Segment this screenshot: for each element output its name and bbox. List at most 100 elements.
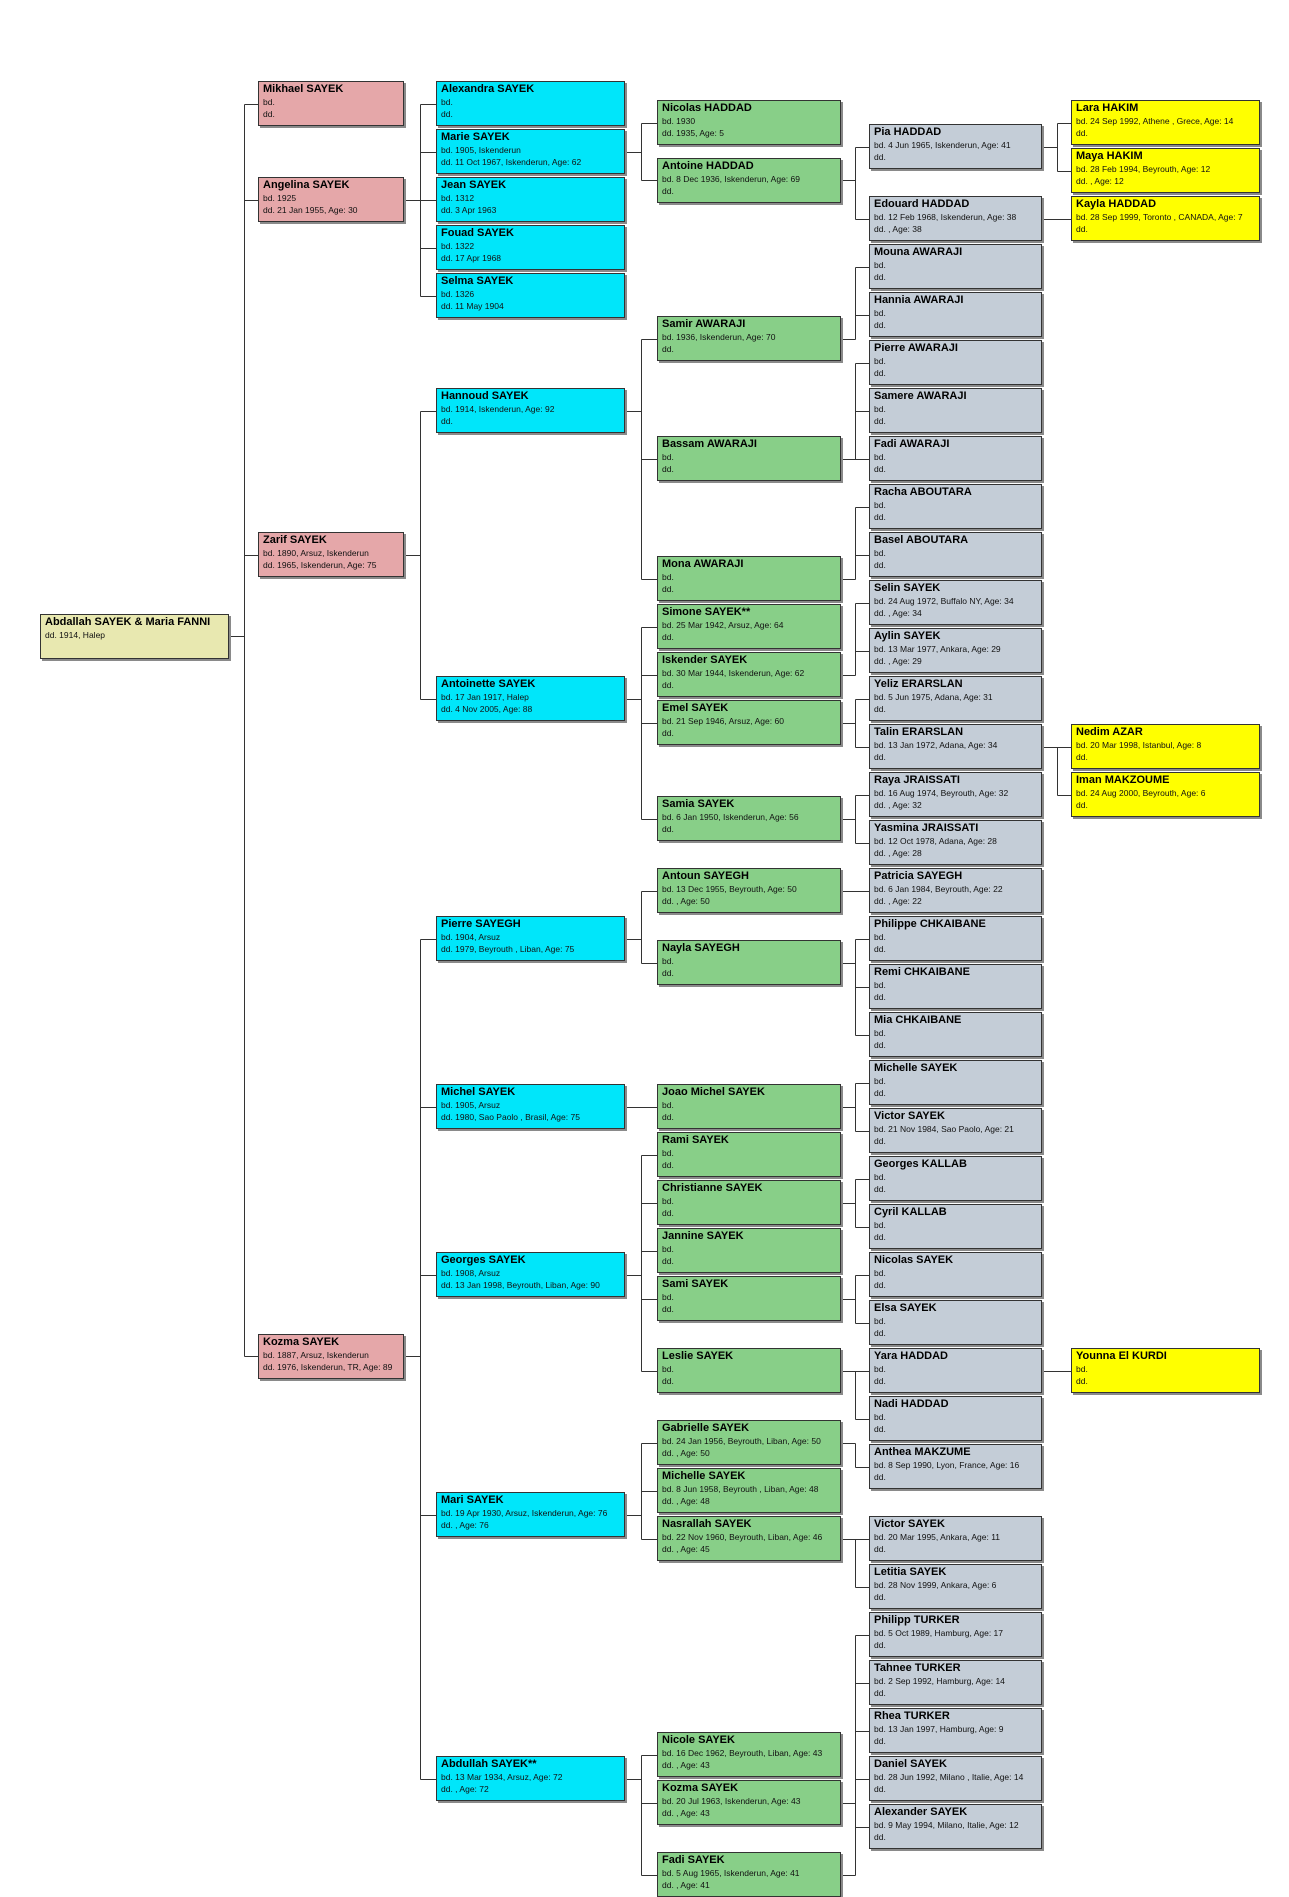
- person-name: Michelle SAYEK: [662, 1470, 746, 1483]
- person-death: dd.: [874, 1832, 886, 1843]
- person-birth: bd.: [263, 97, 275, 107]
- person-name: Samia SAYEK: [662, 798, 735, 811]
- person-name: Alexander SAYEK: [874, 1806, 968, 1819]
- person-birth: bd. 1930: [662, 116, 696, 127]
- person-death: dd.: [874, 1472, 886, 1483]
- person-name: Christianne SAYEK: [662, 1182, 763, 1195]
- person-death: dd.: [874, 560, 886, 571]
- person-box-abdullah[interactable]: Abdullah SAYEK**bd. 13 Mar 1934, Arsuz, …: [436, 1756, 625, 1802]
- person-name: Selma SAYEK: [441, 275, 514, 287]
- person-box-simone[interactable]: Simone SAYEK**bd. 25 Mar 1942, Arsuz, Ag…: [657, 604, 841, 650]
- person-death: dd. , Age: 48: [662, 1496, 710, 1507]
- person-name: Nedim AZAR: [1076, 726, 1143, 739]
- person-name: Selin SAYEK: [874, 582, 941, 595]
- person-name: Aylin SAYEK: [874, 630, 941, 643]
- person-name: Alexandra SAYEK: [441, 83, 535, 95]
- person-name: Victor SAYEK: [874, 1518, 945, 1531]
- person-name: Iman MAKZOUME: [1076, 774, 1170, 787]
- person-name: Racha ABOUTARA: [874, 486, 972, 499]
- person-name: Elsa SAYEK: [874, 1302, 937, 1315]
